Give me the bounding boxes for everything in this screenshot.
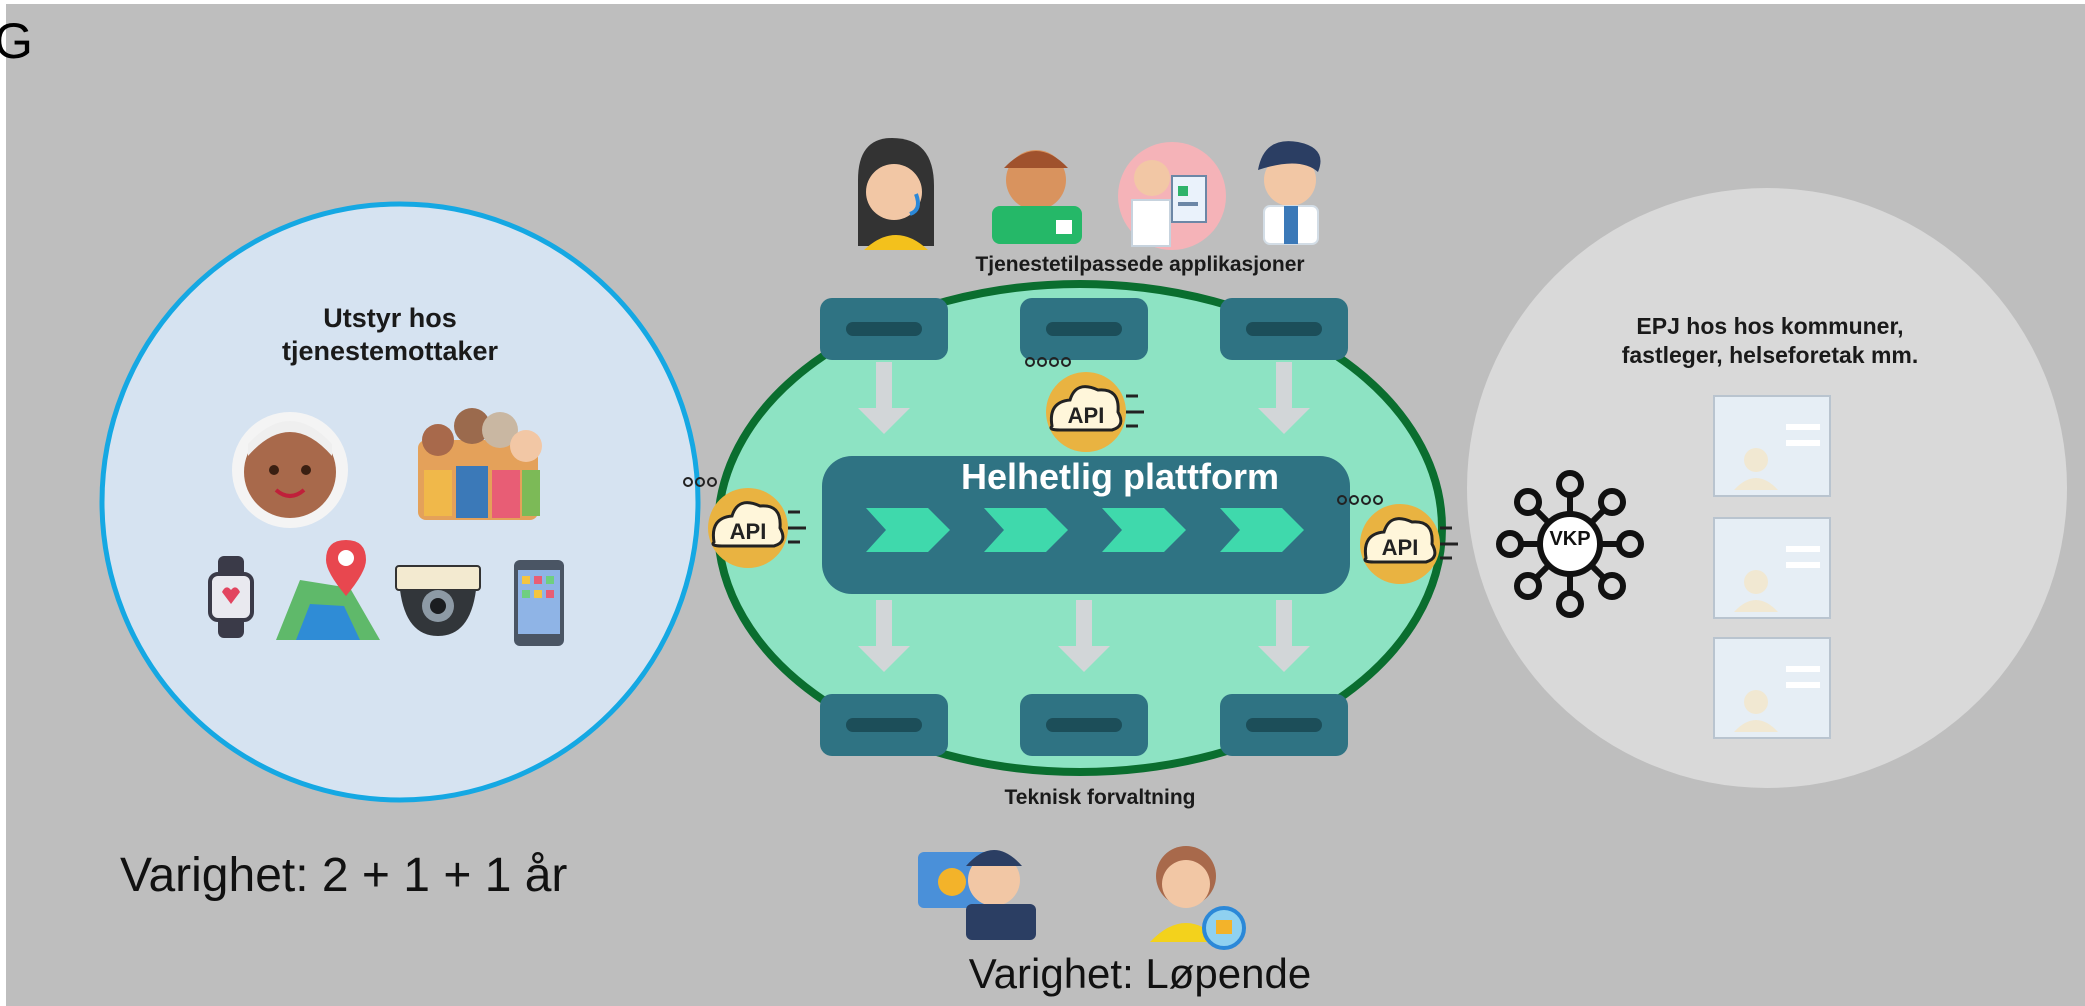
svg-text:API: API bbox=[1068, 403, 1105, 428]
headset-agent-icon bbox=[858, 138, 934, 250]
document-icon bbox=[1713, 637, 1831, 739]
platform-chevrons bbox=[866, 508, 1304, 552]
map-pin-icon bbox=[276, 540, 380, 640]
top-service-boxes bbox=[820, 298, 1348, 360]
ehr-title: EPJ hos hos kommuner, fastleger, helsefo… bbox=[1621, 313, 1919, 368]
service-apps-title: Tjenestetilpassede applikasjoner bbox=[975, 253, 1305, 276]
nurse-icon bbox=[992, 150, 1082, 244]
vkp-network-icon bbox=[1496, 470, 1644, 618]
svg-text:API: API bbox=[730, 519, 767, 544]
family-icon bbox=[418, 408, 542, 520]
edge-glyph: G bbox=[0, 13, 33, 69]
api-cloud-icon: API bbox=[1337, 495, 1458, 584]
camera-icon bbox=[395, 565, 481, 636]
svg-text:API: API bbox=[1382, 535, 1419, 560]
document-icon bbox=[1713, 395, 1831, 497]
document-icon bbox=[1713, 517, 1831, 619]
flow-arrows bbox=[858, 362, 1310, 672]
platform-title: Helhetlig plattform bbox=[960, 456, 1279, 497]
doctor-icon bbox=[1258, 141, 1321, 245]
elderly-woman-icon bbox=[232, 412, 348, 528]
recipient-equipment-title: Utstyr hos tjenestemottaker bbox=[281, 303, 499, 366]
support-agent-icon bbox=[1150, 846, 1246, 950]
smartphone-icon bbox=[514, 560, 564, 646]
technical-management-title: Teknisk forvaltning bbox=[1004, 786, 1196, 809]
duration-platform: Varighet: Løpende bbox=[968, 950, 1312, 997]
platform-bar bbox=[822, 456, 1350, 594]
technician-icon bbox=[918, 850, 1036, 940]
duration-recipient: Varighet: 2 + 1 + 1 år bbox=[120, 849, 568, 902]
bottom-service-boxes bbox=[820, 694, 1348, 756]
smartwatch-icon bbox=[208, 556, 254, 638]
recipient-equipment-circle bbox=[99, 201, 701, 803]
doctor-chart-icon bbox=[1118, 142, 1226, 250]
api-cloud-icon: API bbox=[683, 477, 806, 568]
vkp-label: VKP bbox=[1549, 528, 1591, 550]
api-cloud-icon: API bbox=[1025, 357, 1144, 452]
